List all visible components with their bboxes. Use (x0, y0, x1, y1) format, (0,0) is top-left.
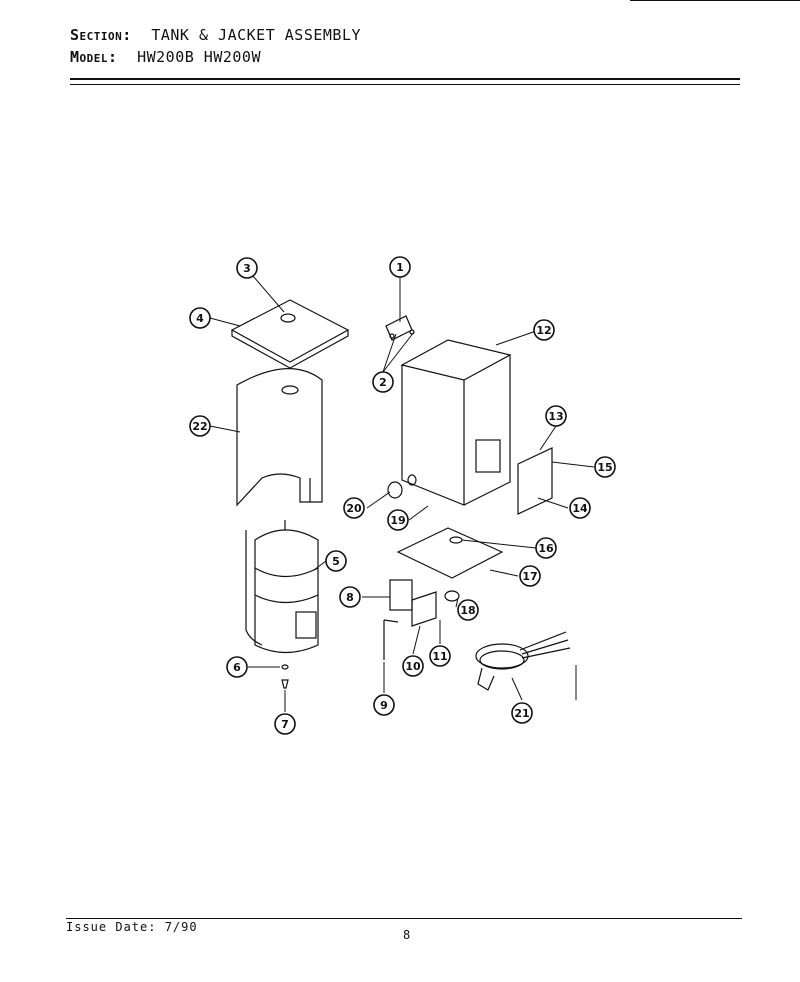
callout-12: 12 (533, 319, 555, 341)
svg-text:6: 6 (233, 661, 241, 674)
part-access-panel (517, 447, 553, 515)
part-bottom-plate (396, 527, 504, 579)
callout-22: 22 (189, 415, 211, 437)
section-value: TANK & JACKET ASSEMBLY (151, 26, 362, 44)
svg-text:8: 8 (346, 591, 354, 604)
callout-5: 5 (325, 550, 347, 572)
svg-text:21: 21 (514, 707, 529, 720)
part-drain-fitting (281, 664, 289, 689)
page-number: 8 (403, 928, 411, 942)
svg-text:2: 2 (379, 376, 387, 389)
callout-1: 1 (389, 256, 411, 278)
part-jacket-shell (236, 368, 323, 507)
header-rule-top (70, 78, 740, 80)
callout-10: 10 (402, 655, 424, 677)
callout-4: 4 (189, 307, 211, 329)
part-bushing (444, 590, 460, 602)
svg-text:19: 19 (390, 514, 405, 527)
callout-9: 9 (373, 694, 395, 716)
svg-text:17: 17 (522, 570, 537, 583)
issue-date: Issue Date: 7/90 (66, 920, 198, 934)
svg-text:13: 13 (548, 410, 563, 423)
part-outer-cabinet (400, 339, 512, 506)
callout-6: 6 (226, 656, 248, 678)
section-header: Section: TANK & JACKET ASSEMBLY (70, 26, 361, 44)
model-label: Model: (70, 48, 118, 66)
svg-text:4: 4 (196, 312, 204, 325)
footer-rule (66, 918, 742, 919)
callout-11: 11 (429, 645, 451, 667)
part-tank (245, 520, 319, 654)
svg-text:1: 1 (396, 261, 404, 274)
callout-13: 13 (545, 405, 567, 427)
svg-text:14: 14 (572, 502, 588, 515)
part-thermostat (389, 579, 413, 611)
callout-2: 2 (372, 371, 394, 393)
callout-8: 8 (339, 586, 361, 608)
callout-21: 21 (511, 702, 533, 724)
model-header: Model: HW200B HW200W (70, 48, 261, 66)
svg-text:12: 12 (536, 324, 551, 337)
header-rule-bottom (70, 84, 740, 85)
part-insulator (411, 591, 437, 627)
svg-text:10: 10 (405, 660, 421, 673)
svg-text:11: 11 (432, 650, 447, 663)
part-grommet (387, 481, 403, 499)
callout-14: 14 (569, 497, 591, 519)
callout-7: 7 (274, 713, 296, 735)
callout-16: 16 (535, 537, 557, 559)
svg-text:18: 18 (460, 604, 475, 617)
svg-text:15: 15 (597, 461, 612, 474)
svg-text:16: 16 (538, 542, 554, 555)
svg-text:7: 7 (281, 718, 289, 731)
svg-text:22: 22 (192, 420, 207, 433)
section-label: Section: (70, 26, 132, 44)
top-edge-rule (630, 0, 800, 1)
part-power-cord (475, 631, 571, 691)
callout-18: 18 (457, 599, 479, 621)
svg-text:20: 20 (346, 502, 362, 515)
svg-text:5: 5 (332, 555, 340, 568)
svg-text:3: 3 (243, 262, 251, 275)
svg-text:9: 9 (380, 699, 388, 712)
callout-17: 17 (519, 565, 541, 587)
callout-19: 19 (387, 509, 409, 531)
callout-15: 15 (594, 456, 616, 478)
leader-lines (209, 275, 595, 712)
part-wire-lead (383, 619, 399, 660)
part-top-cover-plate (230, 299, 350, 369)
callout-3: 3 (236, 257, 258, 279)
model-value: HW200B HW200W (137, 48, 261, 66)
callout-20: 20 (343, 497, 365, 519)
